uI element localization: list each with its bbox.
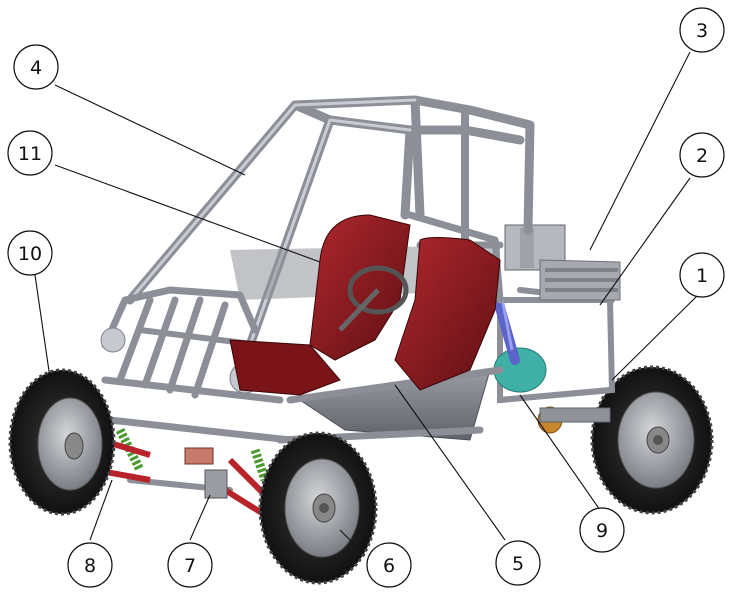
callout-5: 5 xyxy=(495,540,541,586)
callout-8: 8 xyxy=(67,542,113,588)
front-left-wheel xyxy=(8,368,116,516)
callout-3: 3 xyxy=(679,7,725,53)
callout-label: 2 xyxy=(696,145,708,167)
callout-10: 10 xyxy=(7,230,53,276)
roll-cage xyxy=(125,95,535,350)
front-suspension xyxy=(94,427,273,518)
callout-1: 1 xyxy=(679,252,725,298)
front-right-wheel xyxy=(258,431,378,585)
callout-label: 6 xyxy=(383,555,395,577)
callout-label: 11 xyxy=(18,143,42,165)
callout-label: 10 xyxy=(18,243,42,265)
callout-label: 1 xyxy=(696,265,708,287)
callout-2: 2 xyxy=(679,132,725,178)
rear-right-wheel xyxy=(590,365,714,515)
callout-label: 5 xyxy=(512,553,524,575)
callout-6: 6 xyxy=(366,542,412,588)
callout-label: 4 xyxy=(30,57,42,79)
callout-label: 9 xyxy=(596,520,608,542)
leader-lines xyxy=(34,51,699,556)
callout-label: 3 xyxy=(696,20,708,42)
seats xyxy=(229,214,501,396)
callout-11: 11 xyxy=(7,130,53,176)
callout-7: 7 xyxy=(167,542,213,588)
callout-4: 4 xyxy=(13,44,59,90)
callout-9: 9 xyxy=(579,507,625,553)
front-frame xyxy=(100,286,294,493)
callout-label: 7 xyxy=(184,555,196,577)
callout-label: 8 xyxy=(84,555,96,577)
